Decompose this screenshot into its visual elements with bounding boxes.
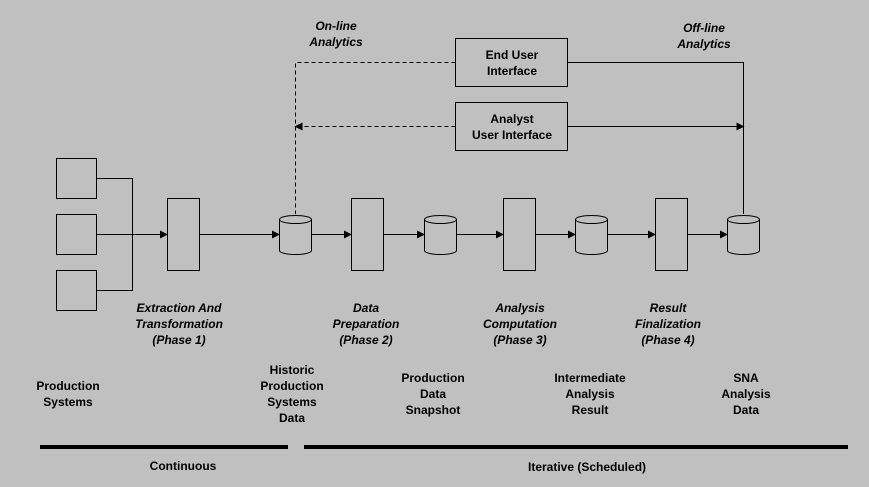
phase-2-box: [351, 198, 384, 271]
phase-1-box: [167, 198, 200, 271]
online-analytics-label: On-line Analytics: [309, 19, 363, 49]
production-system-box-2: [56, 214, 97, 255]
iterative-timeline-bar: [304, 445, 848, 449]
phase-1-label: Extraction And Transformation (Phase 1): [135, 301, 223, 347]
iterative-label: Iterative (Scheduled): [527, 460, 647, 474]
production-merge-connector: [96, 178, 133, 291]
production-system-box-1: [56, 158, 97, 199]
offline-analytics-connector: [567, 62, 744, 214]
sna-data-cylinder: [727, 215, 760, 255]
production-systems-label: Production Systems: [36, 379, 100, 409]
continuous-label: Continuous: [149, 459, 217, 473]
phase-3-label: Analysis Computation (Phase 3): [483, 301, 557, 347]
historic-data-cylinder: [279, 215, 312, 255]
analyst-interface-label: Analyst User Interface: [471, 112, 553, 142]
intermediate-result-label: Intermediate Analysis Result: [554, 371, 626, 417]
phase-3-box: [503, 198, 536, 271]
continuous-timeline-bar: [40, 445, 288, 449]
phase-4-box: [655, 198, 688, 271]
offline-analytics-label: Off-line Analytics: [677, 21, 731, 51]
snapshot-cylinder: [424, 215, 457, 255]
snapshot-label: Production Data Snapshot: [401, 371, 465, 417]
phase-2-label: Data Preparation (Phase 2): [332, 301, 400, 347]
phase-4-label: Result Finalization (Phase 4): [635, 301, 701, 347]
historic-data-label: Historic Production Systems Data: [260, 363, 324, 425]
intermediate-result-cylinder: [575, 215, 608, 255]
sna-data-label: SNA Analysis Data: [721, 371, 771, 417]
end-user-interface-label: End User Interface: [485, 48, 539, 78]
production-system-box-3: [56, 270, 97, 311]
online-analytics-connector: [296, 62, 456, 214]
